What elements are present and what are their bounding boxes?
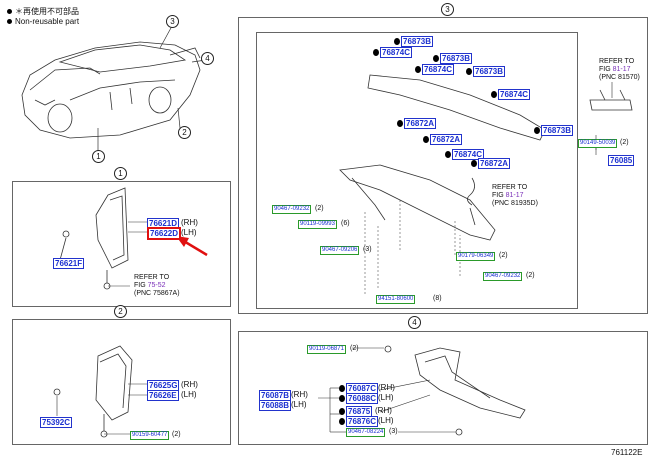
part-90179-06349[interactable]: 90179-06349 [456, 252, 496, 261]
part-75392C[interactable]: 75392C [40, 417, 73, 428]
bullet-icon [7, 19, 12, 25]
part-76085[interactable]: 76085 [608, 155, 635, 166]
part-76873B[interactable]: 76873B [533, 125, 574, 136]
section-1-number: 1 [114, 167, 127, 180]
part-76872A[interactable]: 76872A [422, 134, 463, 145]
section-3-number: 3 [441, 3, 454, 16]
part-90467-08224[interactable]: 90467-08224 [346, 428, 386, 437]
rear-spoiler-drawing [339, 74, 633, 241]
part-76874C[interactable]: 76874C [414, 64, 455, 75]
panel-section-2 [12, 319, 231, 445]
legend-nonreusable-en: Non-reusable part [7, 17, 79, 26]
panel-section-4 [238, 331, 648, 445]
side-rh: (RH) [375, 406, 392, 415]
part-90119-06871[interactable]: 90119-06871 [307, 345, 346, 354]
panel-section-3 [238, 17, 648, 314]
bullet-icon [7, 9, 12, 15]
section-2-number: 2 [114, 305, 127, 318]
side-rh: (RH) [181, 218, 198, 227]
overview-callout-3[interactable]: 3 [166, 15, 179, 28]
part-90159-60477[interactable]: 90159-60477 [130, 431, 170, 440]
part-76621F[interactable]: 76621F [53, 258, 85, 269]
reference-note-2: REFER TO FIG 81-17 (PNC 81570) [599, 58, 640, 81]
quantity: (2) [499, 252, 508, 259]
side-rh: (RH) [378, 383, 395, 392]
quantity: (2) [526, 272, 535, 279]
part-76874C[interactable]: 76874C [444, 149, 485, 160]
overview-callout-2[interactable]: 2 [178, 126, 191, 139]
quantity: (2) [620, 139, 629, 146]
overview-callout-4[interactable]: 4 [201, 52, 214, 65]
mudguard-rear-drawing [53, 345, 133, 438]
part-76873B[interactable]: 76873B [432, 53, 473, 64]
part-90149-50039[interactable]: 90149-50039 [578, 139, 618, 148]
quantity: (6) [341, 220, 350, 227]
side-lh: (LH) [378, 416, 394, 425]
legend-nonreusable-jp: ＊再使用不可部品 [7, 7, 79, 16]
part-90467-09206[interactable]: 90467-09206 [320, 246, 360, 255]
part-76872A[interactable]: 76872A [396, 118, 437, 129]
part-90467-09232[interactable]: 90467-09232 [272, 205, 312, 214]
figure-link[interactable]: 81-17 [612, 66, 631, 73]
part-76088B[interactable]: 76088B [259, 400, 292, 411]
quantity: (3) [389, 428, 398, 435]
reference-note-3: REFER TO FIG 81-17 (PNC 81935D) [492, 184, 538, 207]
part-76872A[interactable]: 76872A [470, 158, 511, 169]
part-76088C[interactable]: 76088C [338, 393, 379, 404]
side-lh: (LH) [181, 390, 197, 399]
panel-section-1 [12, 181, 231, 307]
part-90119-09993[interactable]: 90119-09993 [298, 220, 337, 229]
panel-section-3-inner [256, 32, 578, 309]
side-lh: (LH) [291, 400, 307, 409]
side-lh: (LH) [181, 228, 197, 237]
side-lh: (LH) [378, 393, 394, 402]
part-76626E[interactable]: 76626E [147, 390, 179, 401]
quantity: (2) [315, 205, 324, 212]
part-76622D-highlighted[interactable]: 76622D [147, 227, 182, 240]
part-76876C[interactable]: 76876C [338, 416, 379, 427]
side-rh: (RH) [181, 380, 198, 389]
quantity: (2) [350, 345, 359, 352]
part-76874C[interactable]: 76874C [372, 47, 413, 58]
part-76874C[interactable]: 76874C [490, 89, 531, 100]
side-rh: (RH) [291, 390, 308, 399]
figure-code: 761122E [611, 448, 643, 457]
section-4-number: 4 [408, 316, 421, 329]
mudguard-front-drawing [59, 187, 129, 290]
quantity: (3) [363, 246, 372, 253]
quantity: (8) [433, 295, 442, 302]
part-76873B[interactable]: 76873B [393, 36, 434, 47]
quantity: (2) [172, 431, 181, 438]
overview-callout-1[interactable]: 1 [92, 150, 105, 163]
part-76873B[interactable]: 76873B [465, 66, 506, 77]
reference-note-1: REFER TO FIG 75-52 (PNC 75867A) [134, 274, 180, 297]
part-94151-80600[interactable]: 94151-80600 [376, 295, 416, 304]
figure-link[interactable]: 75-52 [147, 282, 166, 289]
part-90467-09232[interactable]: 90467-09232 [483, 272, 523, 281]
side-spoiler-drawing [384, 345, 526, 436]
figure-link[interactable]: 81-17 [505, 192, 524, 199]
vehicle-overview-drawing [21, 41, 201, 139]
